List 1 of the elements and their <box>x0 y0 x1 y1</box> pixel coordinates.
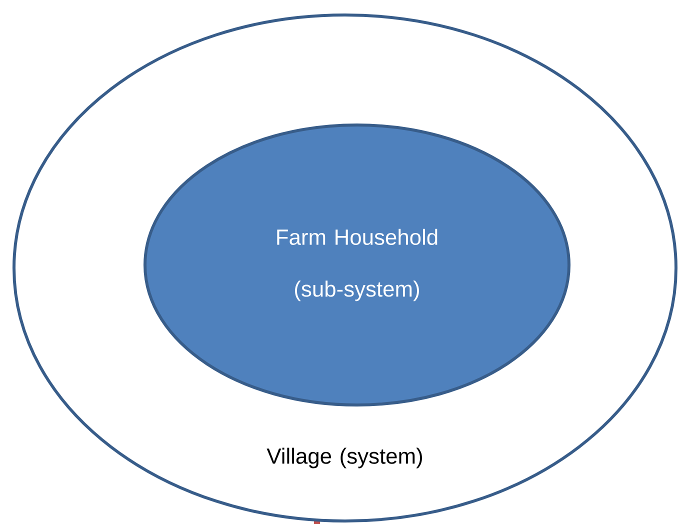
node-label: Village (system) <box>266 448 422 468</box>
